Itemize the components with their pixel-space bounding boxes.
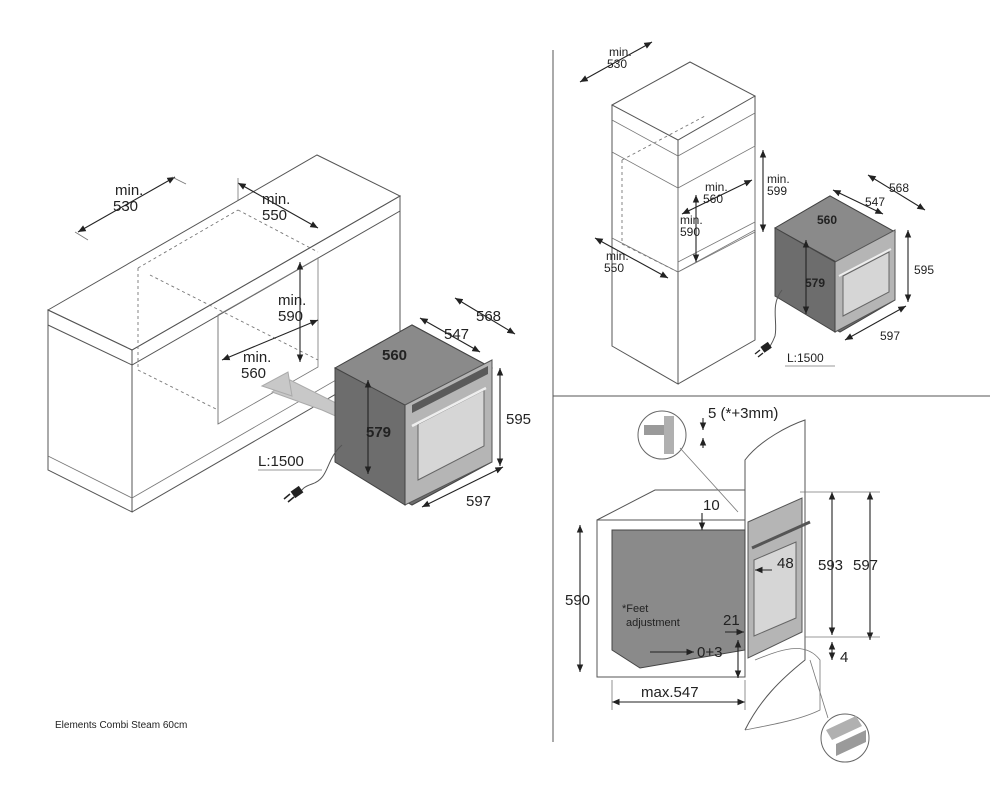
left-cabinet-drawing: min. 530 min. 550 min. 590 min. 560 [46, 154, 402, 513]
tall-inner-label-2: 560 [703, 192, 723, 206]
left-oven-depth-547: 547 [444, 326, 469, 343]
left-oven-height-595: 595 [506, 411, 531, 428]
tall-oven-front-597: 597 [880, 329, 900, 343]
tall-width-label-1: min. [606, 249, 629, 263]
left-height-label-1: min. [278, 292, 306, 309]
left-inner-label-1: min. [243, 349, 271, 366]
section-door-depth: 48 [777, 555, 794, 572]
section-bottom-offset: 21 [723, 612, 740, 629]
tall-height-label-2: 599 [767, 184, 787, 198]
tall-inner-label-1: min. [705, 180, 728, 194]
tall-cable-length: L:1500 [787, 351, 824, 365]
left-oven-front-597: 597 [466, 493, 491, 510]
tall-oven-height-595: 595 [914, 263, 934, 277]
section-feet-note-1: *Feet [622, 603, 648, 615]
tall-height-label-1: min. [767, 172, 790, 186]
tall-oven-depth-568: 568 [889, 181, 909, 195]
section-drawing: 590 10 48 593 597 *Feet adjustment 21 0+… [565, 405, 880, 763]
left-width-label-1: min. [262, 191, 290, 208]
tall-depth-label-1: min. [609, 45, 632, 59]
left-depth-label-2: 530 [113, 198, 138, 215]
section-front-597: 597 [853, 557, 878, 574]
left-oven-depth-568: 568 [476, 308, 501, 325]
left-oven-height-579: 579 [366, 424, 391, 441]
bottom-detail-magnifier [809, 659, 870, 763]
left-inner-label-2: 560 [241, 365, 266, 382]
tall-oven-height-579: 579 [805, 276, 825, 290]
tall-plug-icon [754, 341, 772, 358]
section-feet-range: 0+3 [697, 644, 722, 661]
left-depth-label-1: min. [115, 182, 143, 199]
left-height-label-2: 590 [278, 308, 303, 325]
tall-oven-depth-547: 547 [865, 195, 885, 209]
tall-width-label-2: 550 [604, 261, 624, 275]
section-gap-label: 5 (*+3mm) [708, 405, 778, 422]
left-cable-length: L:1500 [258, 453, 304, 470]
tall-oven-width-560: 560 [817, 213, 837, 227]
left-oven: 579 560 547 568 595 597 L:1500 [258, 297, 531, 510]
section-niche-height: 590 [565, 592, 590, 609]
left-plug-icon [283, 485, 304, 503]
tall-depth-label-2: 530 [607, 57, 627, 71]
tall-oven: 560 547 568 579 595 597 L:1500 [754, 174, 934, 367]
section-feet-note-2: adjustment [626, 617, 680, 629]
section-top-gap: 10 [703, 497, 720, 514]
section-bottom-gap: 4 [840, 649, 848, 666]
tall-height2-label-2: 590 [680, 225, 700, 239]
left-oven-width-560: 560 [382, 347, 407, 364]
left-width-label-2: 550 [262, 207, 287, 224]
section-max-depth: max.547 [641, 684, 699, 701]
product-caption: Elements Combi Steam 60cm [55, 720, 188, 731]
top-detail-magnifier [637, 410, 739, 513]
tall-height2-label-1: min. [680, 213, 703, 227]
section-front-593: 593 [818, 557, 843, 574]
tall-cabinet-drawing: min. 530 min. 599 min. 560 min. 590 min.… [579, 41, 790, 385]
